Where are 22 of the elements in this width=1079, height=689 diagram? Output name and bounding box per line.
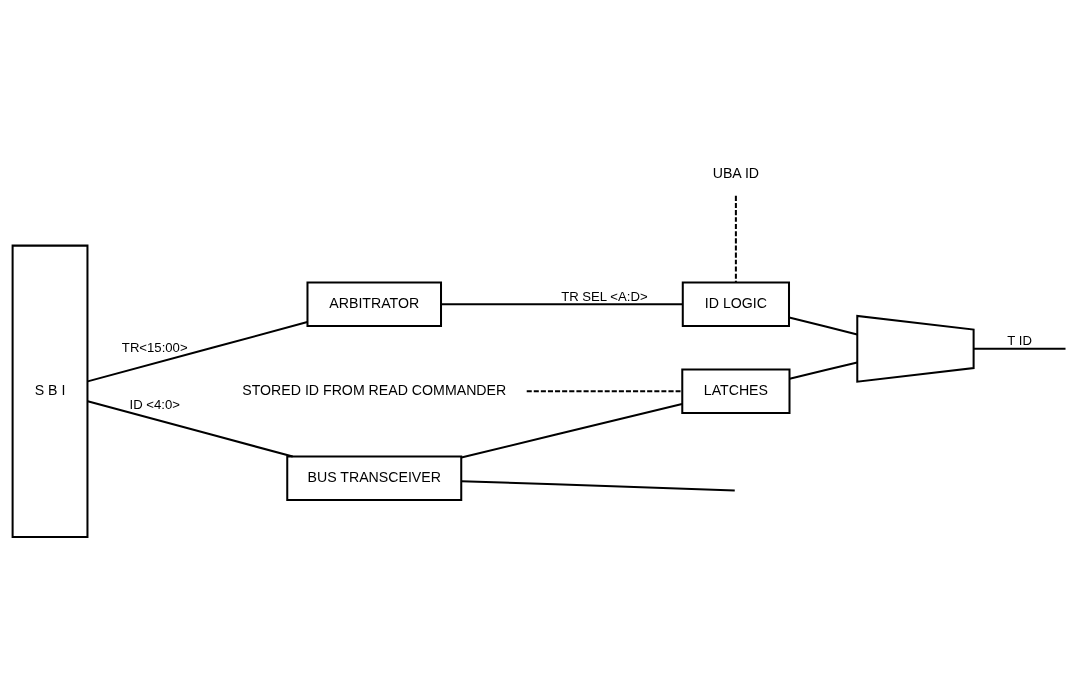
- connector: [461, 403, 683, 459]
- node-box: ARBITRATOR: [306, 281, 442, 328]
- node-box: LATCHES: [681, 368, 791, 415]
- connector: [973, 347, 1066, 350]
- connector: [526, 390, 682, 393]
- edge-label: ID <4:0>: [129, 396, 180, 412]
- edge-label: TR<15:00>: [121, 340, 188, 356]
- connector: [461, 480, 735, 492]
- edge-label: T ID: [1007, 333, 1032, 349]
- node-box: ID LOGIC: [681, 281, 790, 328]
- connector: [734, 195, 737, 283]
- node-box: BUS TRANSCEIVER: [286, 455, 463, 502]
- node-text: STORED ID FROM READ COMMANDER: [242, 382, 507, 399]
- connector: [788, 316, 858, 336]
- connector: [87, 400, 293, 458]
- connector: [789, 361, 858, 380]
- node-box: S B I: [11, 244, 89, 538]
- connector: [441, 303, 683, 306]
- connector: [87, 321, 308, 383]
- node-text: UBA ID: [712, 164, 760, 181]
- node-trapezoid: [856, 314, 975, 383]
- edge-label: TR SEL <A:D>: [561, 288, 648, 304]
